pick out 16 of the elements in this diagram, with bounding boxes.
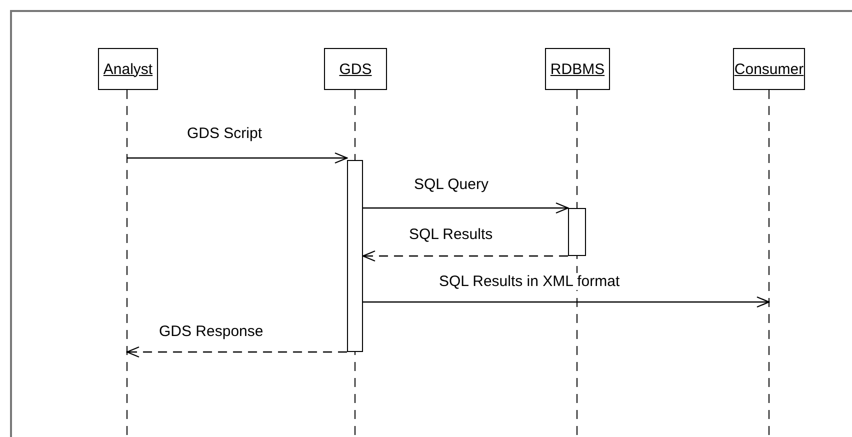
message-label: SQL Query (412, 176, 490, 193)
message-arrow (126, 346, 347, 358)
message-label: SQL Results (407, 226, 495, 243)
participant-name: Analyst (103, 60, 153, 78)
message-label: SQL Results in XML format (437, 273, 622, 290)
activation-bar (347, 160, 363, 352)
message-arrow (362, 250, 568, 262)
participant-name: Consumer (734, 60, 804, 78)
message-label: GDS Script (185, 125, 264, 142)
message-label: GDS Response (157, 323, 266, 340)
participant-name: GDS (339, 60, 372, 78)
participant-name: RDBMS (550, 60, 605, 78)
activation-bar (568, 208, 586, 256)
message-arrow (363, 296, 770, 308)
message-arrow (127, 152, 348, 164)
message-arrow (363, 202, 569, 214)
